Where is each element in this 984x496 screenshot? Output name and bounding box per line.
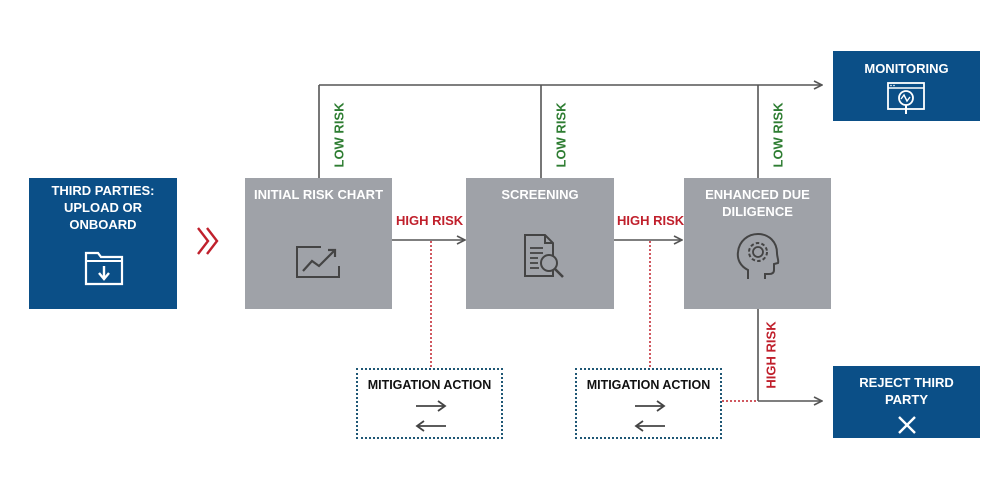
exchange-arrows-icon bbox=[415, 400, 447, 432]
step-title: SCREENING bbox=[501, 187, 579, 202]
high-risk-label-1: HIGH RISK bbox=[396, 213, 464, 228]
head-gear-icon bbox=[736, 232, 780, 279]
mitigation-title: MITIGATION ACTION bbox=[586, 378, 711, 392]
exchange-arrows-icon bbox=[634, 400, 666, 432]
mitigation-box-2: MITIGATION ACTION bbox=[575, 368, 722, 439]
trend-chart-icon bbox=[296, 246, 340, 278]
double-chevron-icon bbox=[197, 227, 219, 255]
folder-download-icon bbox=[84, 251, 124, 286]
high-risk-label-2: HIGH RISK bbox=[617, 213, 685, 228]
x-icon bbox=[898, 416, 916, 434]
document-search-icon bbox=[524, 234, 564, 278]
reject-title: REJECT THIRD PARTY bbox=[859, 375, 954, 407]
step-title: ENHANCED DUE DILIGENCE bbox=[705, 187, 810, 219]
mitigation-title: MITIGATION ACTION bbox=[367, 378, 492, 392]
step-screening: SCREENING bbox=[466, 178, 614, 309]
high-risk-label-vertical: HIGH RISK bbox=[763, 321, 779, 389]
step-enhanced-due-diligence: ENHANCED DUE DILIGENCE bbox=[684, 178, 831, 309]
start-title: THIRD PARTIES: UPLOAD OR ONBOARD bbox=[51, 183, 155, 232]
low-risk-label-2: LOW RISK bbox=[553, 102, 569, 168]
monitoring-box: MONITORING bbox=[833, 51, 980, 121]
low-risk-label-3: LOW RISK bbox=[770, 102, 786, 168]
monitor-search-icon bbox=[887, 82, 925, 114]
low-risk-label-1: LOW RISK bbox=[331, 102, 347, 168]
monitoring-title: MONITORING bbox=[864, 61, 949, 76]
step-initial-risk-chart: INITIAL RISK CHART bbox=[245, 178, 392, 309]
reject-box: REJECT THIRD PARTY bbox=[833, 366, 980, 438]
step-title: INITIAL RISK CHART bbox=[253, 187, 384, 202]
mitigation-box-1: MITIGATION ACTION bbox=[356, 368, 503, 439]
start-box: THIRD PARTIES: UPLOAD OR ONBOARD bbox=[29, 178, 177, 309]
